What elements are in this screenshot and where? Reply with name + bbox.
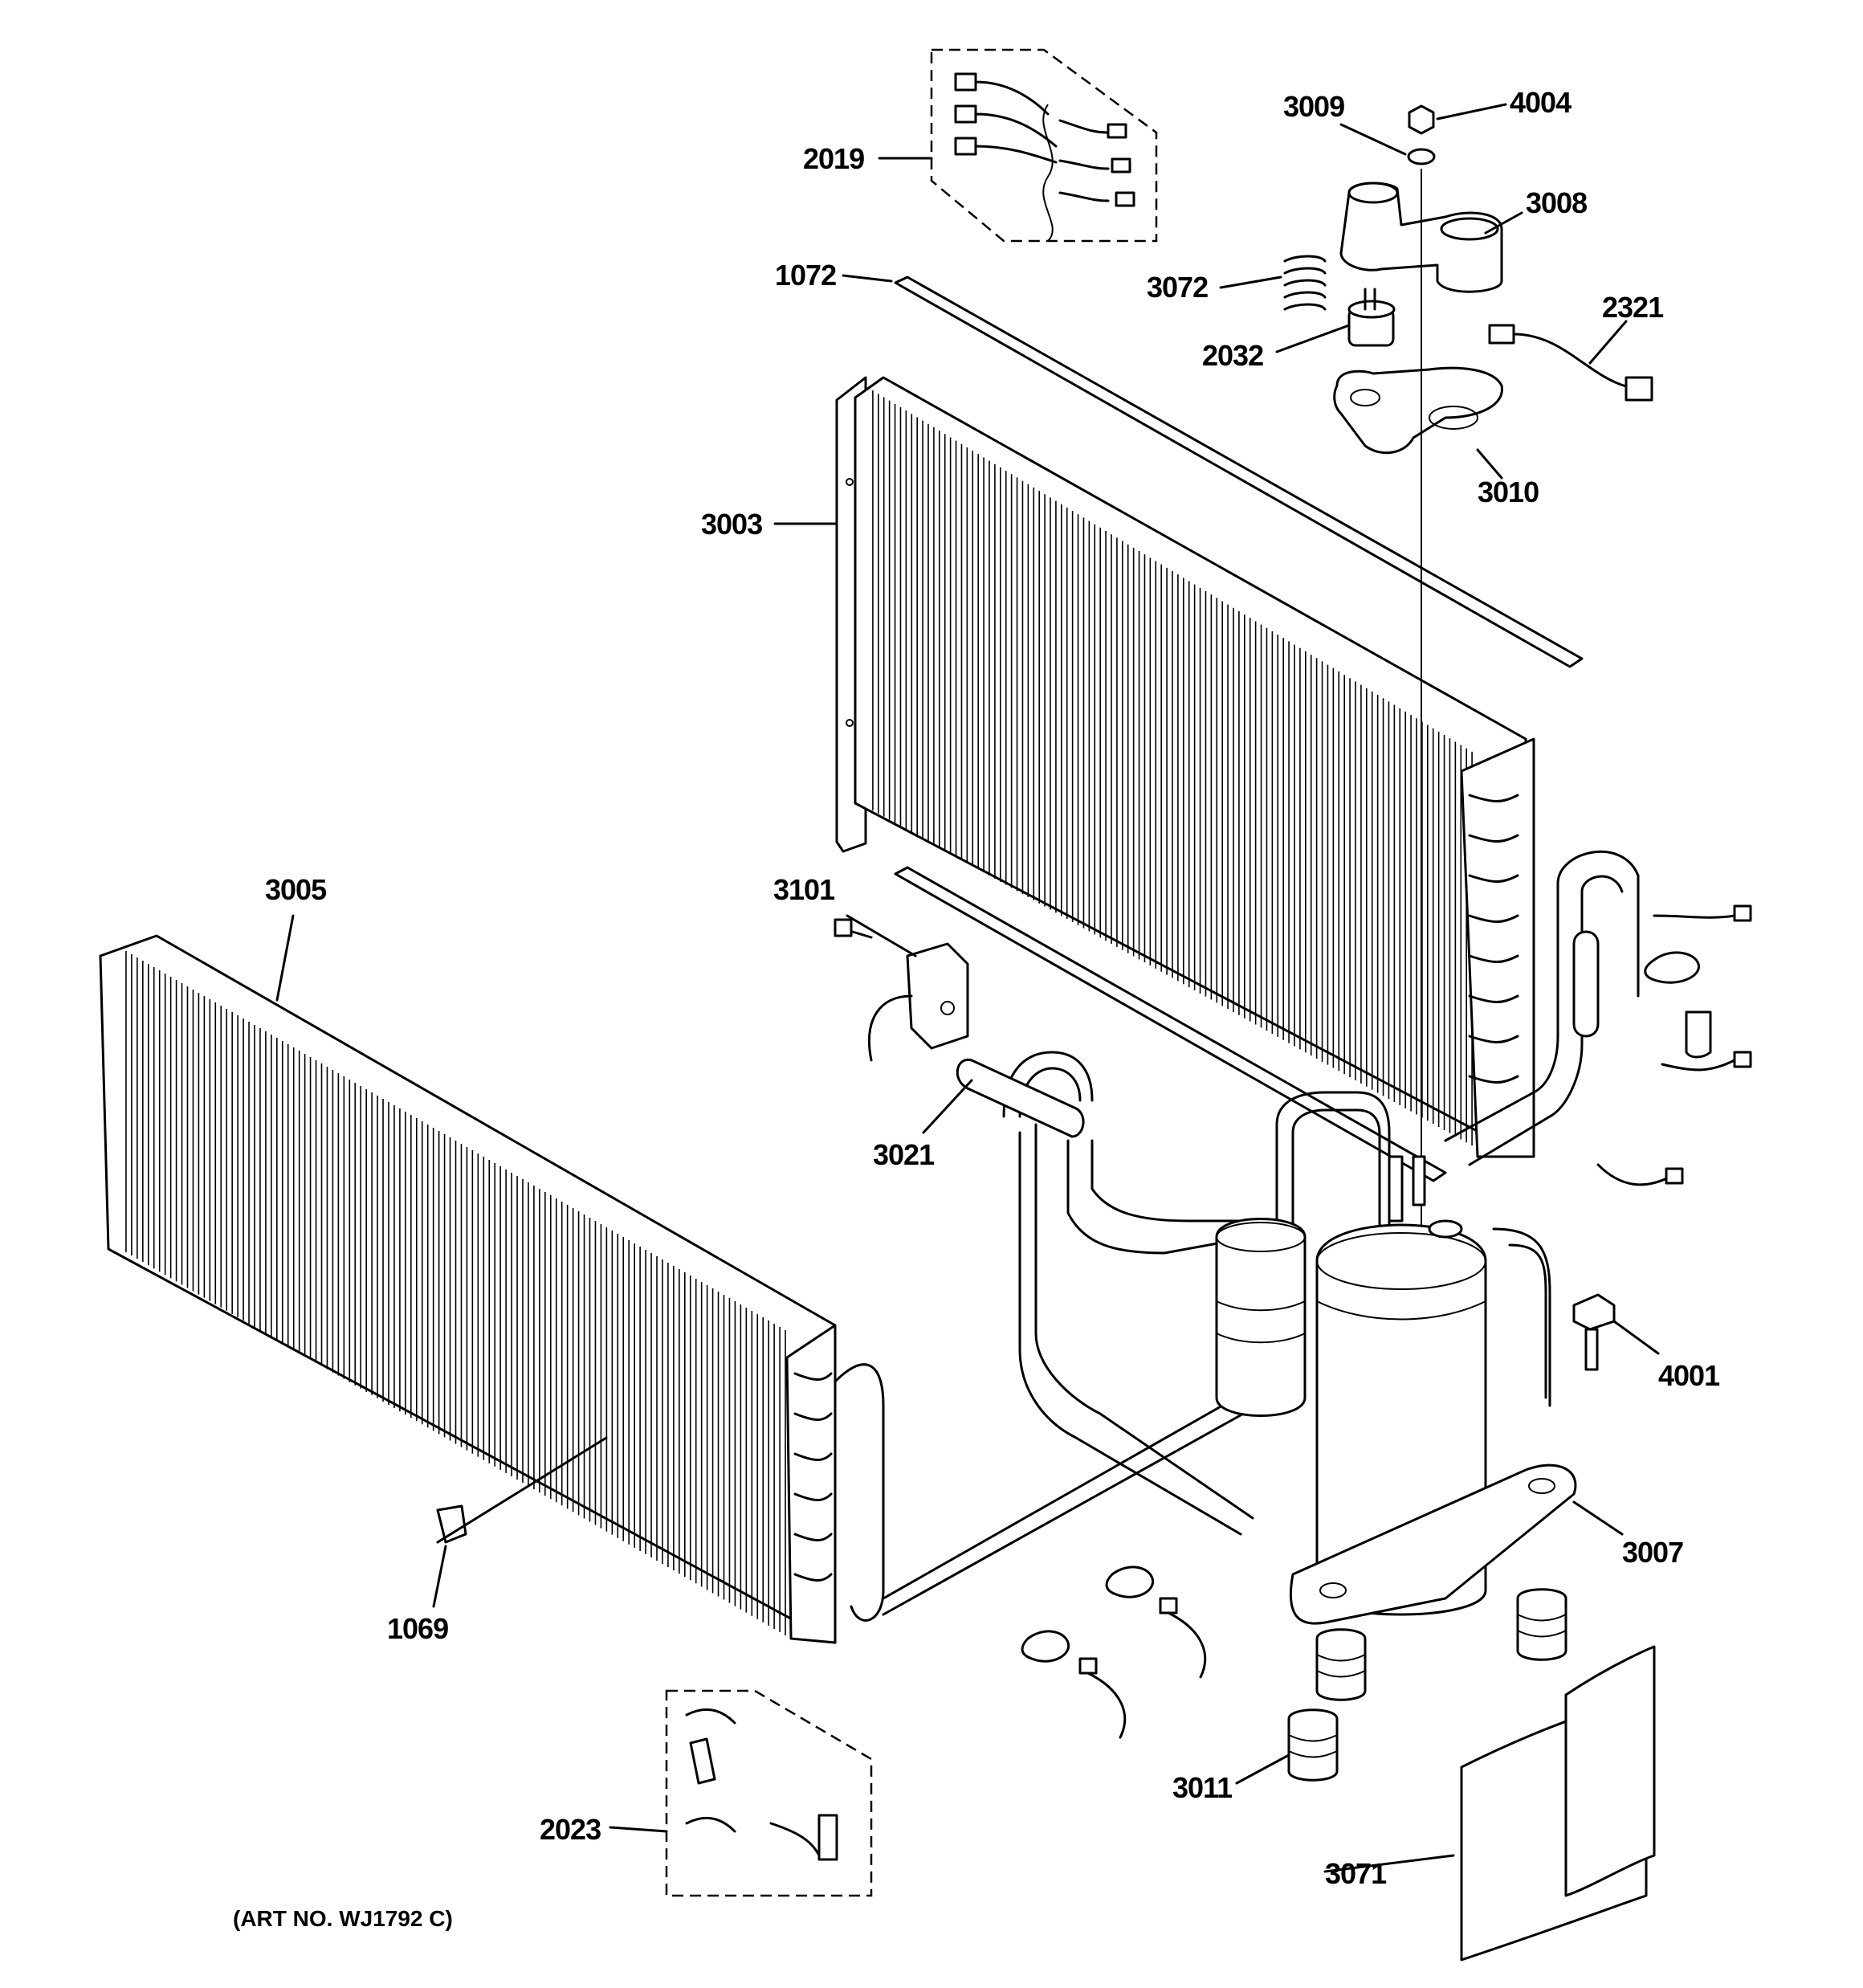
callout-1072: 1072 [775,259,836,292]
callout-1069: 1069 [387,1612,448,1645]
part-3021-reversing-valve [956,1059,1085,1138]
callout-4001: 4001 [1658,1359,1720,1392]
part-2321-harness [1488,324,1653,402]
side-clips [1572,904,1752,1186]
sensor-clips [1021,1565,1207,1739]
callout-2321: 2321 [1602,291,1664,324]
callout-2032: 2032 [1202,339,1263,372]
part-3072-spring [1283,255,1327,311]
strip-lower [894,866,1447,1182]
callout-3021: 3021 [873,1138,935,1171]
callout-3101: 3101 [773,873,835,906]
part-1072-strip [894,276,1584,668]
part-4004-nut [1408,104,1435,135]
part-2032-relay [1347,288,1396,347]
art-number: (ART NO. WJ1792 C) [233,1906,453,1931]
part-3011-grommets [1287,1588,1567,1782]
part-2019-wire-harness [930,48,1158,243]
callout-3005: 3005 [265,873,327,906]
part-3010-bracket [1333,366,1503,455]
callout-2023: 2023 [540,1813,601,1846]
part-3007-base [1289,1463,1577,1625]
refrigerant-tubing [882,850,1640,1616]
part-4001-bolt [1572,1293,1616,1371]
part-1069-clip [436,1504,467,1544]
part-3101-solenoid-coil [834,918,969,1062]
callout-3009: 3009 [1283,90,1344,123]
callout-3071: 3071 [1325,1857,1387,1890]
part-3003-condenser-coil [835,376,1535,1158]
callout-3010: 3010 [1478,476,1539,508]
part-3071-sound-blanket [1460,1645,1656,1961]
part-3005-evaporator-coil [99,934,885,1644]
callout-3072: 3072 [1147,271,1208,304]
part-2023-harness-kit [665,1689,873,1897]
callout-3003: 3003 [701,508,762,541]
callout-3007: 3007 [1622,1536,1683,1569]
callout-3008: 3008 [1526,186,1587,219]
leader-lines [275,103,1660,1873]
callout-3011: 3011 [1172,1771,1233,1804]
callout-4004: 4004 [1510,86,1572,119]
part-accumulator [1215,1218,1307,1417]
part-3009-washer [1407,148,1436,165]
callout-2019: 2019 [803,142,864,175]
